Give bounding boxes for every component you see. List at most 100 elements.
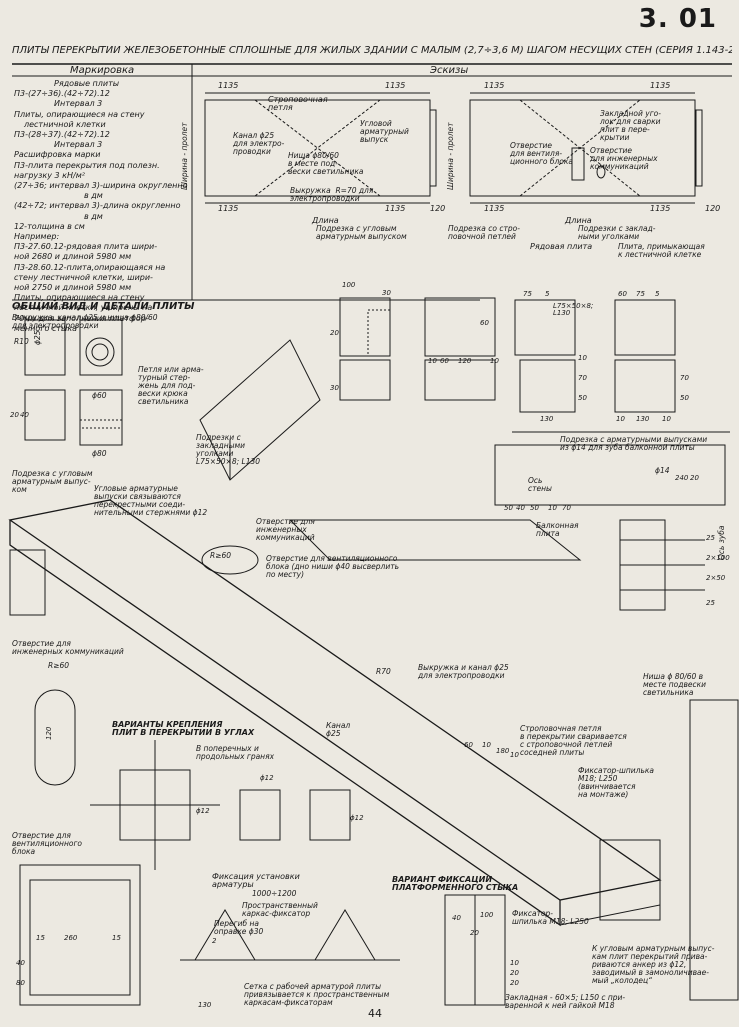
- r10-label: R10: [14, 337, 29, 346]
- dim-label: 1135: [484, 81, 505, 90]
- dim-label: 50: [504, 504, 513, 512]
- platform-variant-title: ВАРИАНТ ФИКСАЦИИ ПЛАТФОРМЕННОГО СТЫКА: [392, 875, 519, 893]
- length-label: Длина: [312, 216, 339, 225]
- marking-line: (27÷36; интервал 3)-ширина округленно: [14, 181, 188, 191]
- marking-line: 70мм для заполнения платфор-: [14, 313, 149, 323]
- cut-embedded-label: Подрезки с заклад- ными уголками: [578, 224, 656, 241]
- corner-outlet-note: К угловым арматурным выпус- кам плит пер…: [592, 944, 715, 985]
- d14-label: ϕ14: [655, 466, 670, 475]
- dim-label: 130: [540, 415, 554, 423]
- wall-axis-label: Ось стены: [528, 476, 552, 493]
- r60-label-2: R≥60: [48, 661, 70, 670]
- dim-label: 2×100: [706, 554, 730, 562]
- dim-label: 40: [452, 914, 461, 922]
- dim-label: 2×50: [706, 574, 726, 582]
- mesh-note: Сетка с рабочей арматурой плиты привязыв…: [244, 982, 390, 1007]
- cut-outlets-note: Подрезка с арматурными выпусками из ϕ14 …: [560, 435, 708, 452]
- dim-label: 1135: [218, 204, 239, 213]
- marking-line: Плиты, опирающиеся на стену: [14, 109, 145, 119]
- marking-line: лестничной клетки: [24, 119, 106, 129]
- dim-label: 20: [470, 929, 479, 937]
- dim-label: 5: [545, 290, 550, 298]
- dim-label: 75: [523, 290, 532, 298]
- dim-label: 10: [510, 751, 519, 759]
- spatial-frame-label: Пространственный каркас-фиксатор: [242, 901, 318, 918]
- dim-label: 100: [480, 911, 494, 919]
- dim-label: 10: [548, 504, 557, 512]
- dim-label: 10: [662, 415, 671, 423]
- d60-label: ϕ60: [92, 391, 107, 400]
- dim-label: 70: [578, 374, 587, 382]
- dim-label: 60: [440, 357, 449, 365]
- marking-line: П3-(27÷36).(42÷72).12: [14, 89, 110, 99]
- dim-label: 20: [510, 969, 519, 977]
- marking-line: нагрузку 3 кН/м²: [14, 170, 85, 180]
- cut-corner-label: Подрезка с угловым арматурным выпуском: [316, 224, 407, 241]
- dim-label: 30: [330, 384, 339, 392]
- sheet-number: 3. 01: [638, 4, 717, 34]
- dim-label: 180: [496, 747, 510, 755]
- dim-label: 60: [480, 319, 489, 327]
- r70-label: R70: [376, 667, 391, 676]
- dim-label: 15: [36, 934, 45, 942]
- channel-label: Канал ϕ25 для электро- проводки: [233, 131, 285, 156]
- dim-label: 20: [510, 979, 519, 987]
- header-marking: Маркировка: [70, 65, 135, 76]
- marking-line: 12-толщина в см: [14, 221, 85, 231]
- length-label: Длина: [565, 216, 592, 225]
- dim-label: 130: [636, 415, 650, 423]
- dim-label: 40: [20, 411, 29, 419]
- ordinary-plate-label: Рядовая плита: [530, 242, 593, 251]
- marking-line: Интервал 3: [54, 140, 103, 150]
- rebar-fix-title: Фиксация установки арматуры: [212, 872, 300, 890]
- dim-label: 80: [16, 979, 25, 987]
- marking-line: ной 2680 и длиной 5980 мм: [14, 252, 132, 262]
- dim-label: 70: [680, 374, 689, 382]
- dim-label: 240: [675, 474, 689, 482]
- marking-line: в дм: [84, 211, 103, 221]
- vent-hole-note: Отверстие для вентиляционного блока (дно…: [266, 554, 399, 579]
- d12-label: ϕ12: [196, 807, 210, 815]
- marking-line: менного стыка: [14, 323, 78, 333]
- dim-label: 20: [690, 474, 699, 482]
- marking-line: лестничной клетки, уширены на: [14, 303, 153, 313]
- cut-corner-note: Подрезка с угловым арматурным выпус- ком: [12, 469, 93, 494]
- dim-label: 1135: [650, 204, 671, 213]
- dim-label: 75: [636, 290, 645, 298]
- corner-bars-note: Угловые арматурные выпуски связываются п…: [94, 484, 208, 517]
- dim-label: 100: [342, 281, 356, 289]
- eng-hole-note: Отверстие для инженерных коммуникаций: [256, 517, 315, 542]
- width-label: Ширина - пролет: [180, 122, 189, 190]
- embedded-plate-note: Закладная - 60×5; L150 с при- варенной к…: [505, 993, 626, 1010]
- corner-outlet-label: Угловой арматурный выпуск: [360, 119, 409, 144]
- dim-label: 40: [16, 959, 25, 967]
- d12-label: ϕ12: [260, 774, 274, 782]
- r60-label: R≥60: [210, 551, 232, 560]
- bend-label: Перегиб на оправке ϕ30: [214, 919, 264, 936]
- dim-label: 30: [382, 289, 391, 297]
- dim-label: 60: [618, 290, 627, 298]
- dim-label: 2: [212, 937, 217, 945]
- vent-hole-slot: [288, 519, 582, 561]
- lifting-loop-label: Строповочная петля: [268, 95, 328, 113]
- cross-edges-label: В поперечных и продольных гранях: [196, 744, 275, 761]
- dim-label: 260: [64, 934, 78, 942]
- fixator-note: Фиксатор- шпилька М18; L250: [512, 909, 589, 926]
- marking-line: Интервал 3: [54, 99, 103, 109]
- dim-label: 40: [516, 504, 525, 512]
- dim-label: 50: [530, 504, 539, 512]
- marking-line: стену лестничной клетки, шири-: [14, 272, 153, 282]
- d12-label: ϕ12: [350, 814, 364, 822]
- plan-plate-right: [469, 99, 696, 197]
- marking-line: Рядовые плиты: [54, 79, 120, 88]
- vent-hole-label: Отверстие для вентиля- ционного блока: [510, 141, 574, 166]
- dim-label: 10: [482, 741, 491, 749]
- vent-block-note: Отверстие для вентиляционного блока: [12, 831, 82, 856]
- fix-variants-title: ВАРИАНТЫ КРЕПЛЕНИЯ ПЛИТ В ПЕРЕКРЫТИИ В У…: [112, 720, 255, 738]
- marking-line: ной 2750 и длиной 5980 мм: [14, 283, 132, 293]
- marking-line: (42÷72; интервал 3)-длина округленно: [14, 201, 181, 211]
- dim-label: 120: [45, 726, 53, 740]
- embedded-angle-label: L75×50×8; L130: [553, 302, 594, 318]
- dim-label: 20: [10, 411, 19, 419]
